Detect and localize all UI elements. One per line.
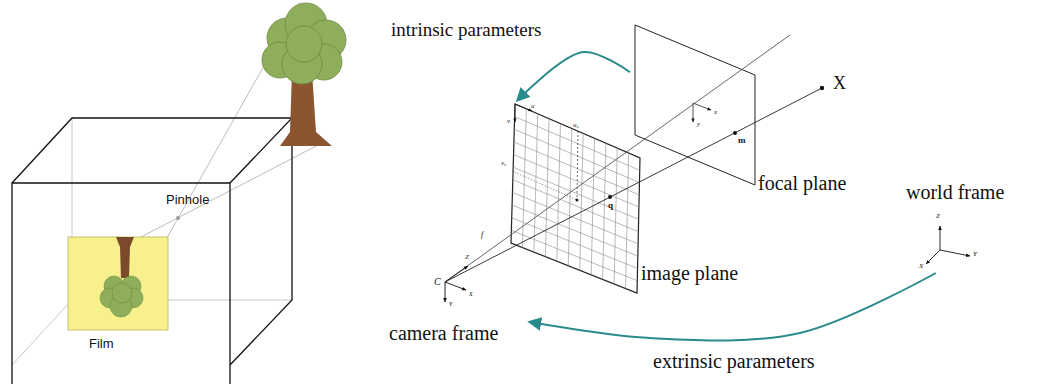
principal-guide (512, 171, 577, 200)
axis-label: Y (448, 301, 453, 308)
axis-arrow (926, 250, 940, 264)
leaf-cluster (112, 283, 132, 303)
box-front (12, 183, 230, 384)
grid-line (626, 153, 629, 288)
axis-label: y (696, 121, 701, 129)
point-label: m (737, 136, 747, 146)
point-label: X (832, 74, 847, 94)
grid-line (512, 192, 638, 243)
axis-label: v (506, 118, 511, 126)
optical-axis (445, 35, 790, 282)
axis-arrow (515, 104, 516, 122)
tree-foliage (100, 276, 143, 317)
axis-label: x (713, 109, 718, 117)
projection-lines (445, 35, 822, 282)
grid-line (522, 109, 526, 248)
box-top (12, 118, 292, 183)
grid-line (513, 180, 639, 232)
part-label: Film (88, 337, 115, 351)
origin-label: C (433, 276, 442, 287)
grid-line (513, 167, 638, 219)
axis-arrow (940, 250, 970, 256)
focal-axes (693, 103, 711, 122)
box-side (230, 118, 292, 365)
axis-label: Z (464, 254, 470, 262)
world-frame-node: world frame (900, 178, 1043, 273)
image-axes (515, 104, 532, 122)
grid-line (603, 143, 606, 279)
hidden-edge (12, 300, 72, 365)
tree-trunk (116, 237, 134, 278)
focal-plane-node: focal plane (630, 20, 885, 200)
axis-arrow (515, 104, 532, 111)
world-axes (926, 226, 970, 264)
pinhole-dot (176, 216, 180, 220)
transform-arrow (518, 52, 630, 100)
grid-line (545, 119, 549, 257)
frame-label: camera frame (388, 322, 499, 344)
axis-arrow (693, 103, 711, 110)
grid-line (515, 117, 640, 171)
image-plane (511, 104, 640, 293)
grid-line (580, 133, 583, 270)
image-point (608, 195, 612, 199)
camera-axes (445, 266, 468, 302)
grid-line (514, 155, 639, 208)
grid-line (557, 124, 561, 262)
axis-label: X (468, 291, 474, 298)
frame-label: world frame (905, 181, 1005, 203)
focal-plane (635, 25, 755, 185)
grid-line (514, 142, 639, 195)
edge-label: extrinsic parameters (652, 350, 816, 372)
grid-line (614, 148, 617, 284)
grid-line (534, 114, 538, 252)
coordinate-label: v₀ (500, 160, 508, 168)
world-point (820, 86, 824, 90)
inverted-tree (100, 237, 143, 317)
pixel-grid (511, 109, 639, 289)
axis-arrow (445, 266, 468, 282)
principal-point (576, 199, 579, 202)
leaf-cluster (286, 26, 322, 62)
axis-arrow (445, 282, 466, 290)
coordinate-label: u₀ (572, 122, 580, 130)
axis-arrow (693, 103, 694, 122)
point-label: q (607, 201, 614, 211)
film (68, 237, 168, 330)
focal-length-label: f (480, 231, 484, 240)
axis-arrow (940, 226, 941, 250)
part-label: Pinhole (165, 193, 210, 207)
principal-guide (577, 131, 578, 200)
focal-point (733, 131, 737, 135)
tree (262, 3, 346, 146)
grid-line (512, 218, 638, 269)
image-plane-node: image plane (505, 100, 760, 290)
axis-label: Z (935, 213, 941, 221)
camera-frame-node: camera frame (385, 270, 530, 350)
axis-arrow (445, 282, 446, 302)
tree-foliage (262, 3, 346, 84)
axis-label: Y (972, 251, 978, 259)
frame-label: focal plane (757, 172, 847, 194)
axis-label: X (918, 263, 924, 271)
edge-label: intrinsic parameters (390, 20, 542, 41)
frame-label: image plane (640, 262, 739, 284)
grid-line (512, 205, 638, 256)
hidden-edges (12, 118, 292, 365)
camera-box (12, 118, 292, 384)
axis-label: u (530, 103, 536, 111)
